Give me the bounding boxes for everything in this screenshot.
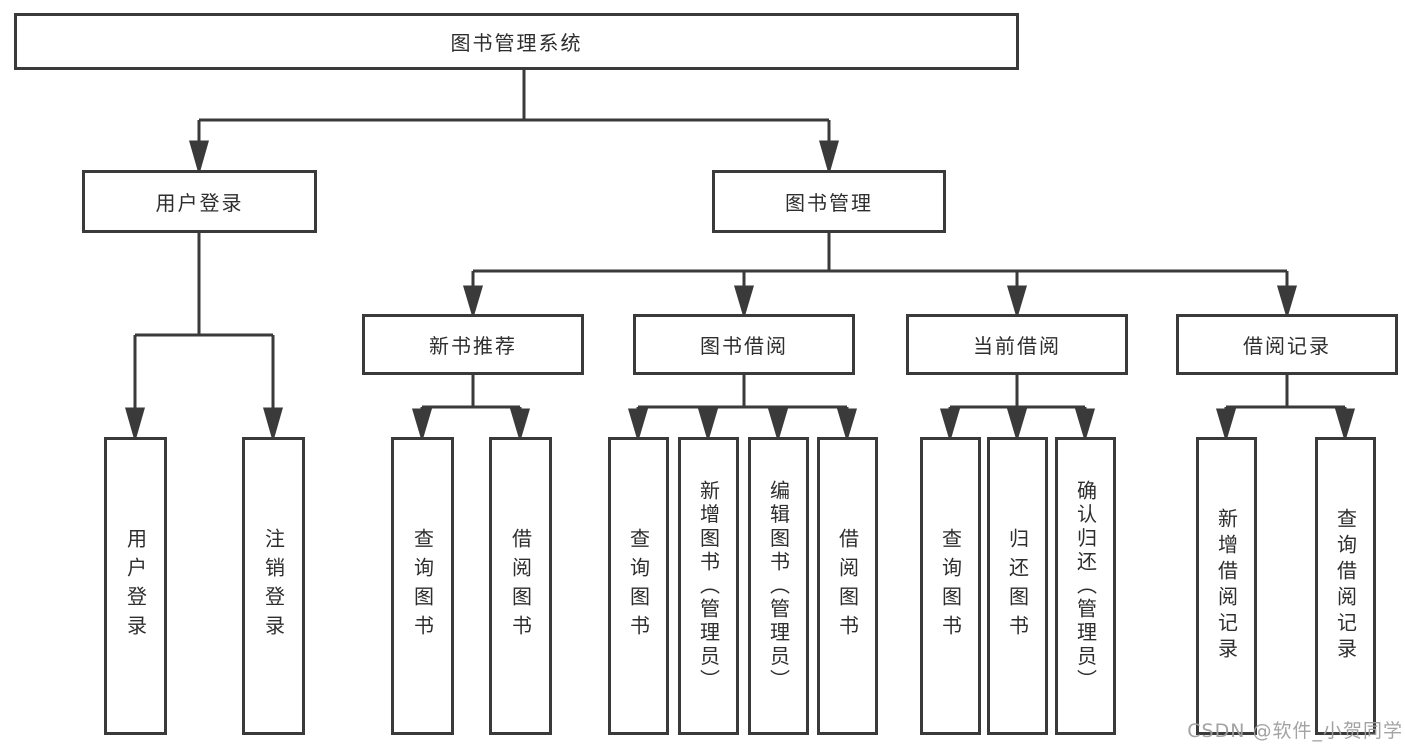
- connector-current-borrow-children: [939, 375, 1096, 443]
- node-new-book-recommend: 新书推荐: [362, 314, 584, 375]
- leaf-bb-add-book-admin-label: 新增图书（管理员）: [696, 479, 721, 693]
- leaf-br-query-record-label: 查询借阅记录: [1333, 508, 1358, 664]
- node-user-login-label: 用户登录: [155, 191, 244, 215]
- leaf-cb-return-book-label: 归还图书: [1005, 528, 1030, 644]
- leaf-nbr-borrow-book: 借阅图书: [489, 437, 552, 735]
- leaf-bb-borrow-book: 借阅图书: [817, 437, 878, 735]
- leaf-bb-edit-book-admin-label: 编辑图书（管理员）: [766, 479, 791, 693]
- leaf-bb-query-book-label: 查询图书: [626, 528, 651, 644]
- node-user-login: 用户登录: [82, 170, 317, 233]
- connector-borrow-record-children: [1215, 375, 1356, 443]
- leaf-bb-borrow-book-label: 借阅图书: [835, 528, 860, 644]
- leaf-user-login-label: 用户登录: [123, 528, 148, 644]
- leaf-cb-return-book: 归还图书: [987, 437, 1048, 735]
- connector-book-mgmt-to-level3: [462, 233, 1298, 320]
- leaf-cb-query-book: 查询图书: [920, 437, 981, 735]
- node-new-book-recommend-label: 新书推荐: [429, 334, 517, 358]
- node-book-borrowing: 图书借阅: [633, 314, 855, 375]
- leaf-bb-add-book-admin: 新增图书（管理员）: [678, 437, 739, 735]
- node-root-system: 图书管理系统: [14, 13, 1019, 70]
- connector-root-to-level2: [189, 70, 839, 176]
- leaf-br-add-record: 新增借阅记录: [1196, 437, 1257, 735]
- connector-book-borrow-children: [627, 375, 858, 443]
- leaf-cb-confirm-return-admin-label: 确认归还（管理员）: [1073, 479, 1098, 693]
- leaf-nbr-borrow-book-label: 借阅图书: [508, 528, 533, 644]
- watermark: CSDN @软件_小贺同学: [1187, 720, 1403, 742]
- node-borrowing-records: 借阅记录: [1176, 314, 1398, 375]
- leaf-nbr-query-book-label: 查询图书: [410, 528, 435, 644]
- node-current-borrowing-label: 当前借阅: [973, 334, 1061, 358]
- leaf-br-add-record-label: 新增借阅记录: [1214, 508, 1239, 664]
- leaf-cb-query-book-label: 查询图书: [938, 528, 963, 644]
- node-book-borrowing-label: 图书借阅: [700, 334, 788, 358]
- node-root-system-label: 图书管理系统: [450, 31, 583, 55]
- leaf-bb-query-book: 查询图书: [608, 437, 669, 735]
- leaf-user-login: 用户登录: [104, 437, 167, 735]
- connector-user-login-children: [125, 233, 283, 443]
- leaf-br-query-record: 查询借阅记录: [1315, 437, 1376, 735]
- leaf-logout-label: 注销登录: [261, 528, 286, 644]
- node-current-borrowing: 当前借阅: [906, 314, 1128, 375]
- node-borrowing-records-label: 借阅记录: [1243, 334, 1331, 358]
- leaf-nbr-query-book: 查询图书: [391, 437, 454, 735]
- leaf-cb-confirm-return-admin: 确认归还（管理员）: [1055, 437, 1116, 735]
- node-book-management: 图书管理: [712, 170, 946, 233]
- node-book-management-label: 图书管理: [785, 191, 873, 215]
- leaf-bb-edit-book-admin: 编辑图书（管理员）: [748, 437, 809, 735]
- leaf-logout: 注销登录: [242, 437, 305, 735]
- connector-new-book-rec-children: [411, 375, 531, 443]
